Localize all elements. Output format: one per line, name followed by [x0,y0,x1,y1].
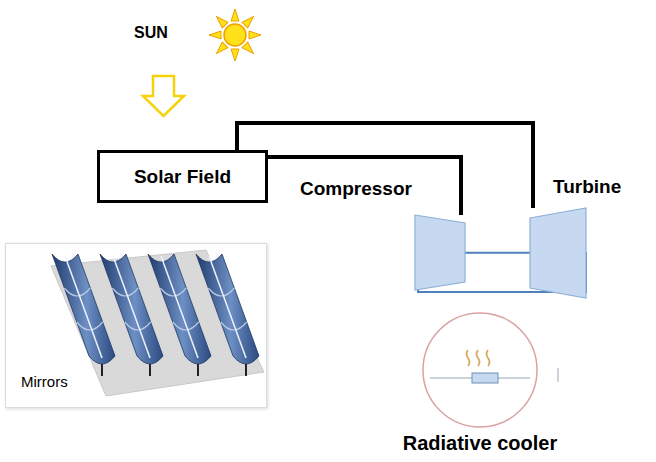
cooler-circle [423,313,537,427]
pipe-line [237,123,533,208]
cooler-symbol: Radiative cooler [422,312,538,428]
trough-mirror [148,254,211,364]
turbine-body [530,208,586,298]
mirror-panel: Mirrors [5,243,267,408]
ground-plane [51,250,264,396]
trough-mirror [196,254,259,364]
pipe-line [268,157,461,215]
panel-caption: Mirrors [18,372,71,391]
parabolic-trough [52,254,115,376]
sun-icon [209,9,261,61]
trough-mirror [52,254,115,364]
turbine-outline [530,208,586,298]
receiver-tube [65,256,102,358]
node-label: Radiative cooler [403,432,558,455]
parabolic-trough [100,254,163,376]
receiver-tube [209,256,246,358]
annotation-label: SUN [134,24,168,42]
receiver-tube [161,256,198,358]
parabolic-trough [148,254,211,376]
sunlight-arrow [143,76,184,116]
trough-post [197,364,199,376]
compressor-body [415,215,465,290]
cooler-outline [422,312,538,428]
cooler-tick [558,368,559,382]
trough-post [101,364,103,376]
compressor-outline [415,215,465,290]
compressor-symbol: Compressor [415,215,465,290]
parabolic-trough [196,254,259,376]
receiver-tube [113,256,150,358]
node-label: Compressor [300,178,412,200]
turbine-symbol: Turbine [530,208,586,298]
node-label: Turbine [553,176,621,198]
trough-mirror [100,254,163,364]
node-label: Solar Field [134,166,231,188]
trough-post [149,364,151,376]
shaft-line [465,252,530,254]
radiator-element [472,373,498,383]
trough-post [245,364,247,376]
heat-wave [477,350,480,366]
process-box: Solar Field [97,150,268,203]
heat-wave [467,350,470,366]
heat-wave [487,350,490,366]
